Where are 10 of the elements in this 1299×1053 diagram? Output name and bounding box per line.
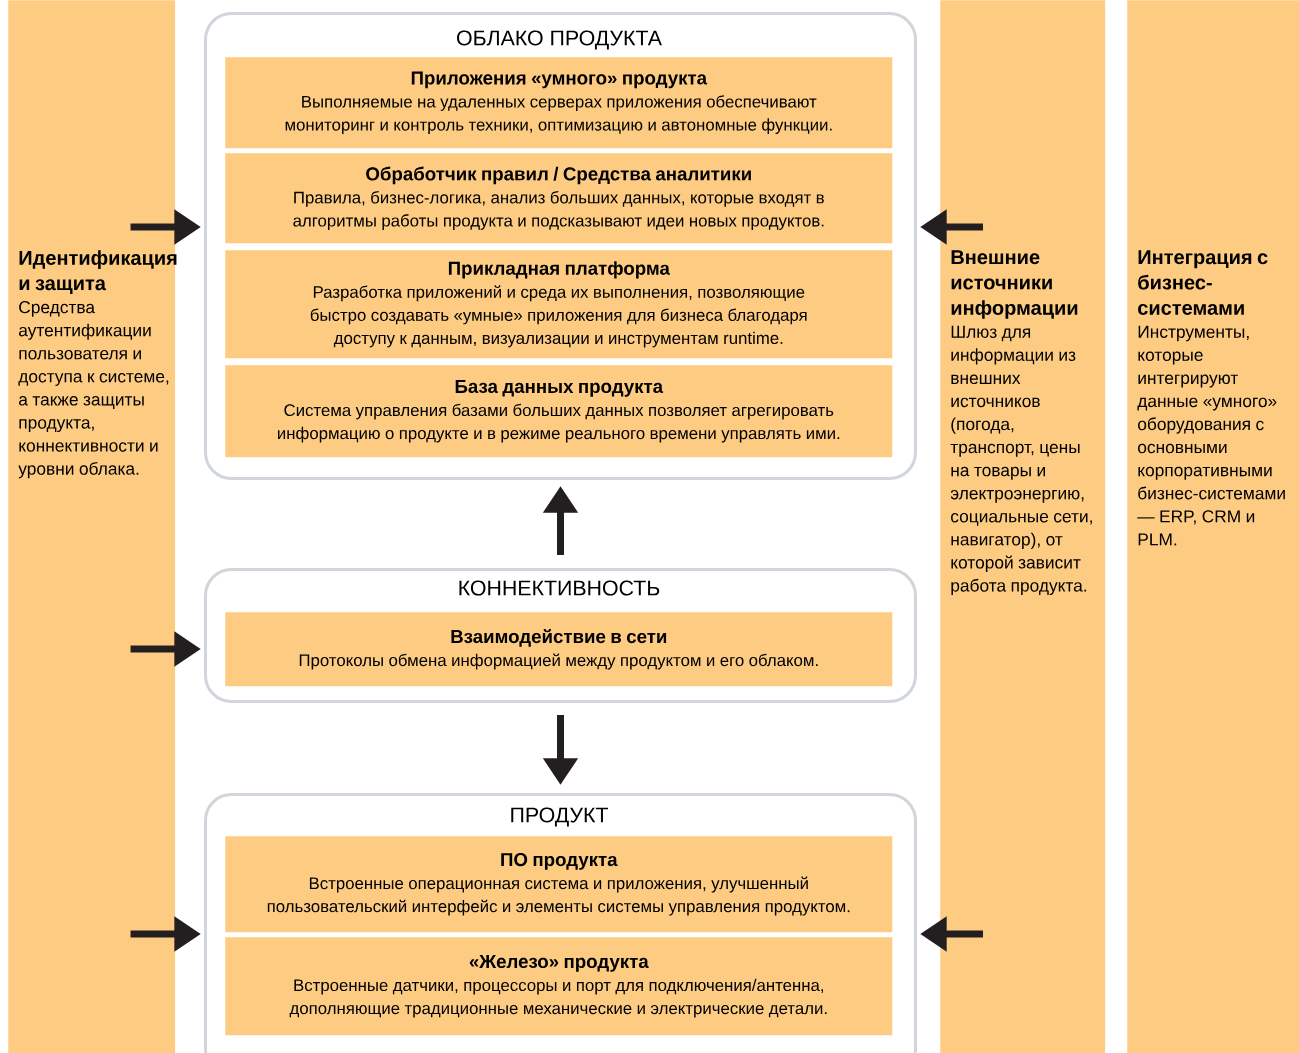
component-box: Прикладная платформа Разработка приложений и среда их выполнения, позволяющие быстро создавать «умные» приложения для бизнеса благодаря доступу к данным, визуализации и инструментам runtime. [225,250,893,359]
side-panel: Идентификация и защита Средства аутентификации пользователя и доступа к системе, а также защиты продукта, коннективности и уровни облака. [8,0,177,1053]
component-box: Взаимодействие в сети Протоколы обмена информацией между продуктом и его облаком. [225,612,893,687]
side-panel: Интеграция с бизнес-системами Инструменты, которые интегрируют данные «умного» оборудования с основными корпоративными бизнес-системами — ERP, CRM и PLM. [1127,0,1299,1053]
component-box: Приложения «умного» продукта Выполняемые на удаленных серверах приложения обеспечивают мониторинг и контроль техники, оптимизацию и автономные функции. [225,57,893,149]
side-panel: Внешние источники информации Шлюз для информации из внешних источников (погода, транспорт, цены на товары и электроэнергию, социальные сети, навигатор), от которой зависит работа продукта. [940,0,1106,1053]
component-box: База данных продукта Система управления базами больших данных позволяет агрегировать информацию о продукте и в режиме реального времени управлять ими. [225,365,893,458]
component-box: Обработчик правил / Средства аналитики Правила, бизнес-логика, анализ больших данных, которые входят в алгоритмы работы продукта и подсказывают идеи новых продуктов. [225,153,893,244]
component-box: ПО продукта Встроенные операционная система и приложения, улучшенный пользовательский интерфейс и элементы системы управления продуктом. [225,836,893,933]
component-box: «Железо» продукта Встроенные датчики, процессоры и порт для подключения/антенна, дополняющие традиционные механические и электрические детали. [225,937,893,1036]
